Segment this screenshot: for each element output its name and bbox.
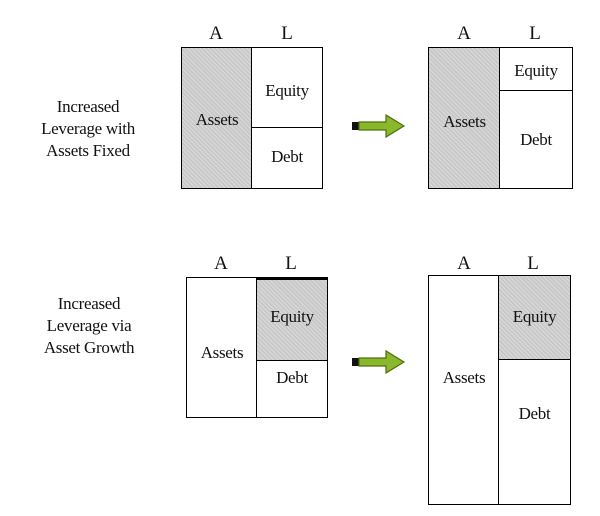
row1-after-header-l: L (529, 23, 541, 44)
row2-before-equity-label: Equity (270, 307, 314, 326)
row1-caption-line2: Leverage with (41, 119, 135, 138)
row1-after-debt-label: Debt (520, 130, 552, 149)
row2-after-header-a: A (457, 253, 471, 274)
row1-caption: Increased Leverage with Assets Fixed (13, 96, 163, 162)
row2-caption-line3: Asset Growth (43, 338, 135, 357)
row2-after-header-l: L (527, 253, 539, 274)
row1-before-header-l: L (281, 23, 293, 44)
row1-before-assets-block (181, 47, 253, 189)
row2-before-header-l: L (285, 253, 297, 274)
row1-after-equity-label: Equity (514, 61, 558, 80)
row1-after-debt-block (499, 90, 573, 189)
row1-caption-line1: Increased (56, 97, 120, 116)
row1-after-equity-block (499, 47, 573, 92)
row1-before-debt-block (251, 127, 323, 189)
row2-before-header-a: A (214, 253, 228, 274)
row2-before-equity-block (256, 277, 328, 362)
row2-caption-line1: Increased (57, 294, 121, 313)
row2-caption: Increased Leverage via Asset Growth (14, 293, 164, 359)
row2-before-debt-label: Debt (276, 368, 308, 387)
row1-before-debt-label: Debt (271, 147, 303, 166)
row1-after-assets-label: Assets (443, 112, 486, 131)
row1-after-assets-block (428, 47, 501, 189)
row2-after-assets-label: Assets (442, 368, 486, 387)
row1-before-header-a: A (209, 23, 223, 44)
row2-before-assets-block (186, 277, 258, 418)
row2-before-debt-block (256, 360, 328, 418)
row1-after-header-a: A (457, 23, 471, 44)
row2-after-assets-block (428, 275, 500, 505)
row2-before-assets-label: Assets (200, 343, 244, 362)
row2-after-equity-block (498, 275, 571, 361)
row1-caption-line3: Assets Fixed (46, 141, 130, 160)
row2-caption-line2: Leverage via (46, 316, 132, 335)
row2-after-debt-block (498, 359, 571, 505)
row1-before-equity-label: Equity (265, 81, 309, 100)
row1-before-assets-label: Assets (195, 110, 239, 129)
right-arrow-icon (352, 349, 406, 375)
row2-after-equity-label: Equity (512, 307, 557, 326)
right-arrow-icon (352, 113, 406, 139)
row2-after-debt-label: Debt (518, 404, 551, 423)
